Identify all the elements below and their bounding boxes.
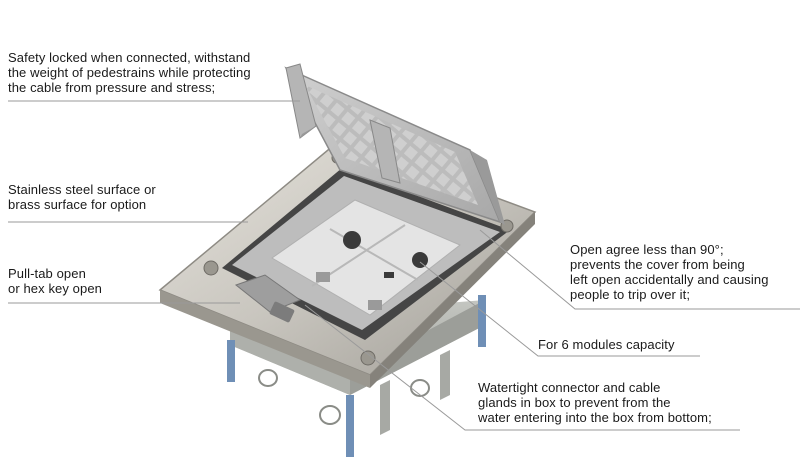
screw-post-front	[346, 395, 354, 457]
leader-line-angle	[479, 229, 800, 310]
callout-surface: Stainless steel surface or brass surface…	[8, 182, 156, 212]
callout-modules: For 6 modules capacity	[538, 337, 675, 352]
callout-pulltab: Pull-tab open or hex key open	[8, 266, 103, 296]
frame-screw-icon	[360, 350, 376, 366]
leader-lines	[8, 100, 800, 431]
callout-watertight: Watertight connector and cable glands in…	[478, 380, 712, 425]
screw-post-left	[227, 340, 235, 382]
open-lid	[284, 63, 505, 225]
leader-line-watertight	[304, 304, 740, 431]
callout-angle: Open agree less than 90°; prevents the c…	[570, 242, 769, 302]
socket-hole-icon	[343, 231, 361, 249]
leader-line-modules	[419, 261, 700, 357]
data-port-icon	[368, 300, 382, 310]
screw-post-right	[478, 295, 486, 347]
socket-modules	[271, 199, 461, 316]
callout-lock: Safety locked when connected, withstand …	[8, 50, 251, 95]
pull-tab	[234, 274, 302, 323]
socket-hole-icon	[412, 252, 428, 268]
frame-screw-icon	[203, 260, 219, 276]
data-port-icon	[316, 272, 330, 282]
